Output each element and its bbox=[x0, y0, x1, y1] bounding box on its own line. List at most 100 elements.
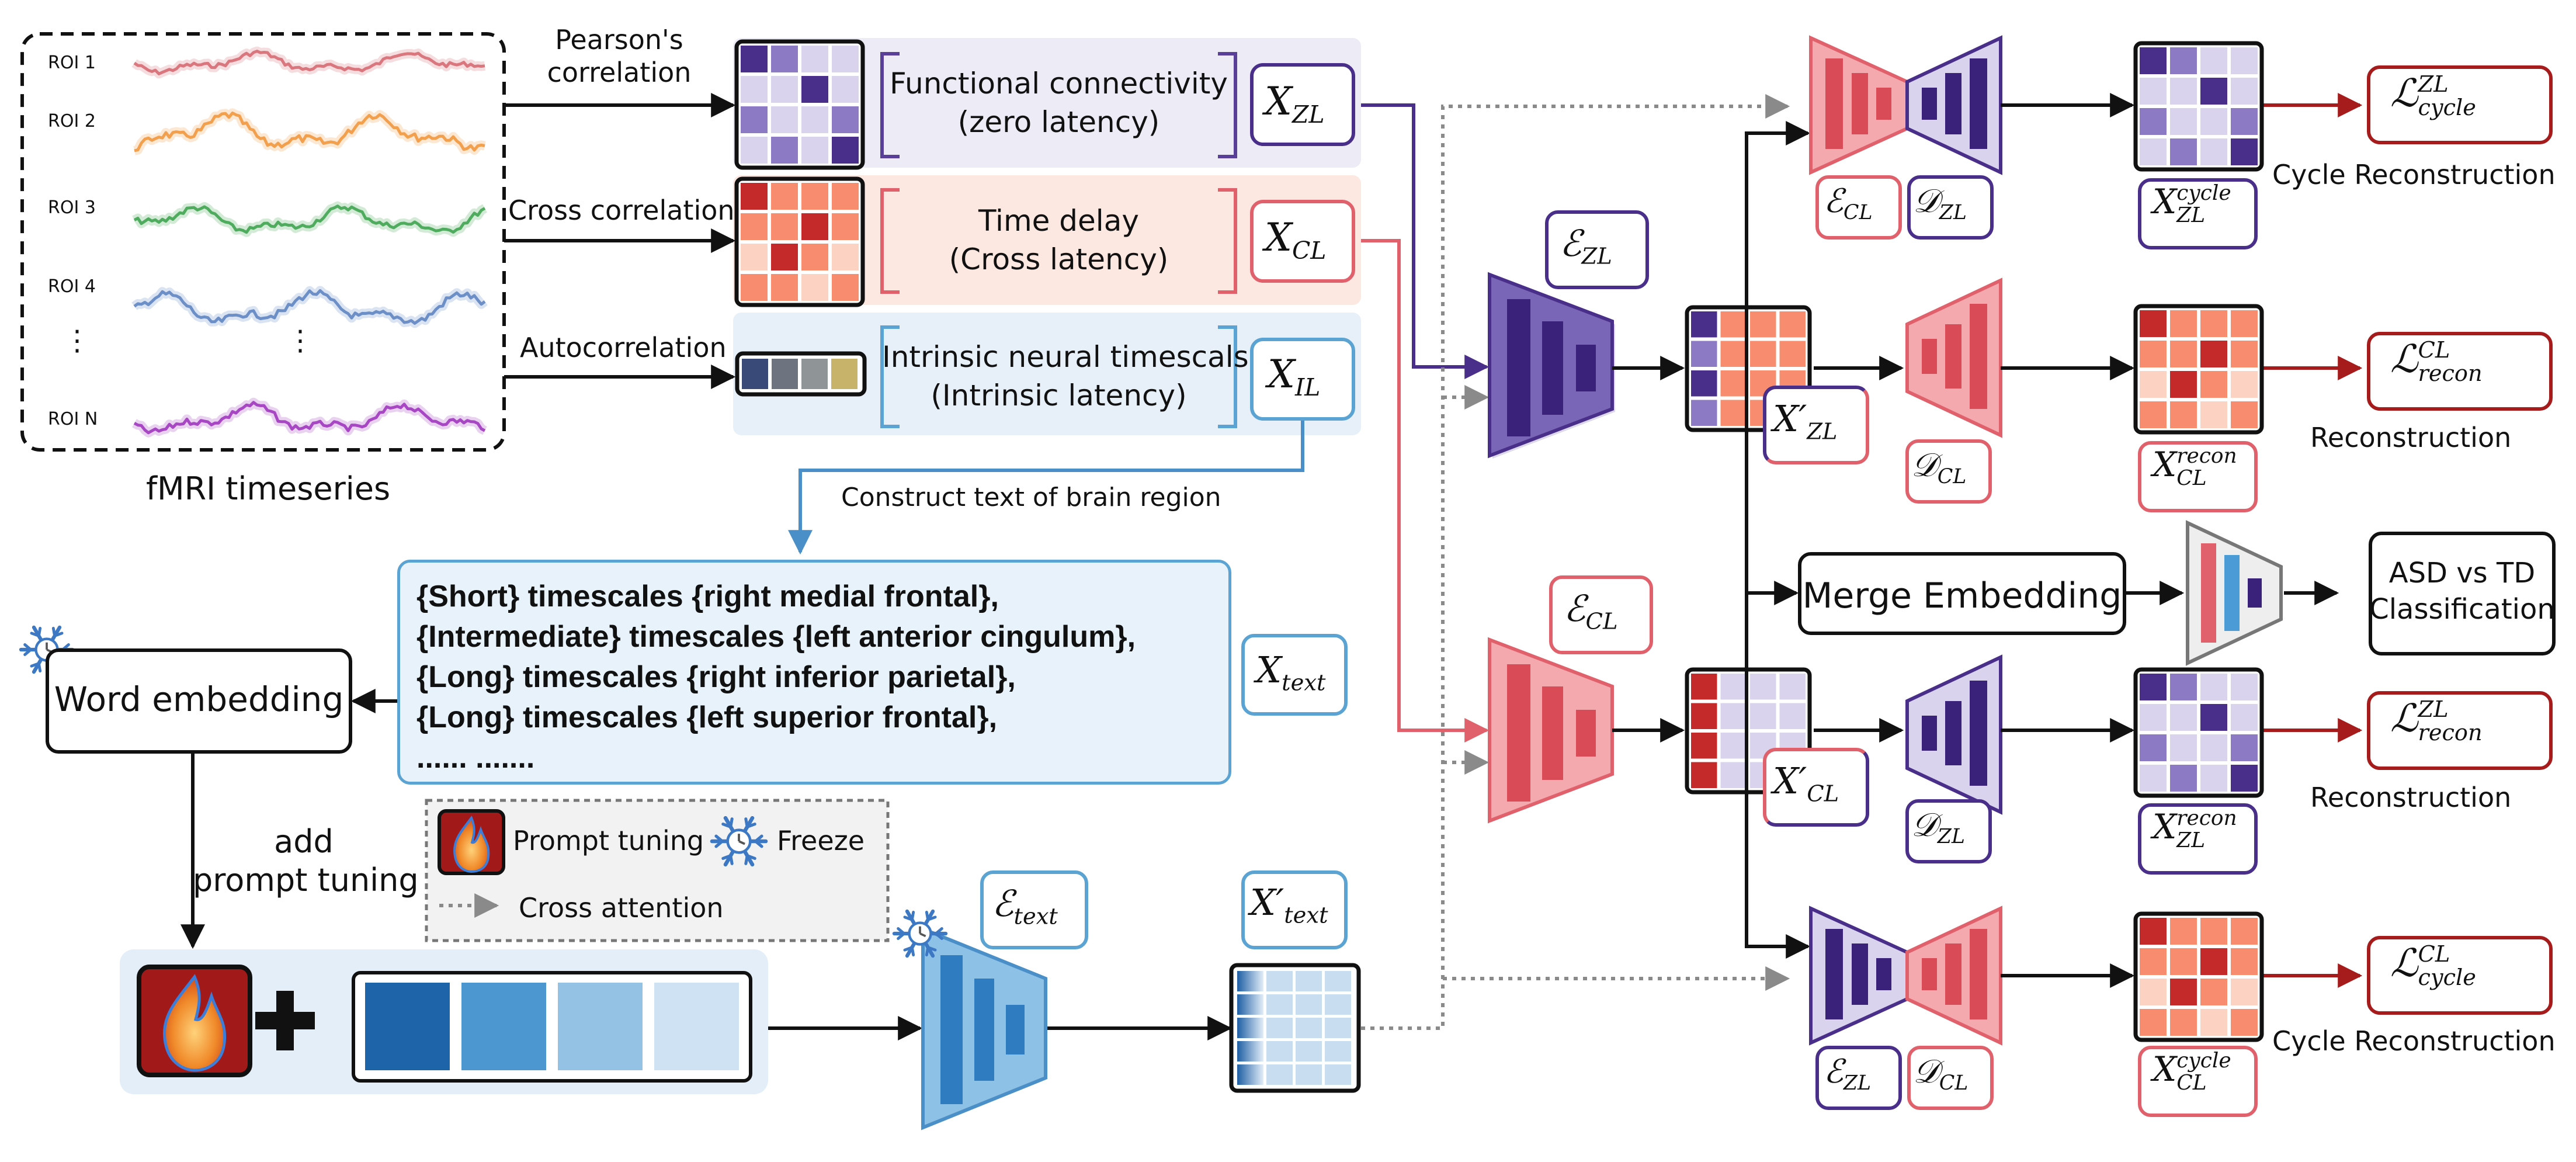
roi-3-label: ROI 3 bbox=[48, 197, 96, 218]
dzl-mid-label: 𝒟ZL bbox=[1911, 806, 1965, 849]
cycle-recon-caption-2: Cycle Reconstruction bbox=[2272, 1025, 2556, 1057]
xtext-prime-matrix bbox=[1229, 963, 1361, 1093]
word-embedding-box bbox=[46, 648, 352, 754]
xil-label: XIL bbox=[1268, 352, 1321, 402]
construct-text-label: Construct text of brain region bbox=[841, 483, 1221, 512]
word-embedding-arrows bbox=[180, 689, 1233, 1040]
xzl-prime-label: X′ZL bbox=[1773, 397, 1838, 445]
roi-1-label: ROI 1 bbox=[48, 53, 96, 73]
ezl-bottom-box bbox=[1815, 1046, 1902, 1110]
text-prompt-box: {Short} timescales {right medial frontal… bbox=[397, 560, 1231, 785]
autocorrelation-label: Autocorrelation bbox=[520, 332, 727, 363]
ecl-label: ℰCL bbox=[1564, 587, 1618, 635]
dcl-decoder bbox=[1905, 278, 2002, 438]
token-3 bbox=[558, 983, 643, 1070]
int-vector bbox=[735, 351, 867, 397]
etext-label: ℰtext bbox=[992, 882, 1058, 930]
td-brackets bbox=[880, 188, 1237, 294]
td-matrix bbox=[734, 176, 865, 307]
loss-zl-cycle-box bbox=[2367, 65, 2553, 144]
xtext-label: Xtext bbox=[1256, 648, 1326, 696]
int-panel-bg bbox=[733, 313, 1361, 435]
xcl-box bbox=[1250, 200, 1355, 283]
prompt-line-3: {Long} timescales {right inferior pariet… bbox=[416, 660, 1016, 694]
loss-arrows bbox=[2263, 93, 2363, 988]
top-autoencoder bbox=[1809, 35, 2002, 175]
xcl-recon-box bbox=[2138, 441, 2258, 512]
xcl-to-ecl-arrow bbox=[1361, 239, 1490, 743]
int-brackets bbox=[880, 325, 1237, 428]
merge-classifier bbox=[2186, 520, 2283, 666]
xzl-prime-box bbox=[1763, 386, 1869, 464]
xzl-cycle-box bbox=[2138, 178, 2258, 249]
merge-embedding-label: Merge Embedding bbox=[1802, 575, 2122, 616]
token-4 bbox=[654, 983, 739, 1070]
legend-freeze-text: Freeze bbox=[777, 825, 865, 856]
etext-box bbox=[980, 870, 1088, 949]
cycle-recon-caption-1: Cycle Reconstruction bbox=[2272, 159, 2556, 190]
branch-arrows bbox=[1745, 121, 1904, 959]
xil-box bbox=[1250, 338, 1355, 421]
token-1 bbox=[365, 983, 450, 1070]
output-cl-cycle-matrix bbox=[2133, 911, 2264, 1042]
dcl-mid-box bbox=[1905, 439, 1992, 504]
timeseries-caption: fMRI timeseries bbox=[146, 470, 391, 507]
decoder-out-arrows bbox=[2001, 93, 2339, 988]
cross-correlation-label: Cross correlation bbox=[508, 195, 735, 226]
xzl-label: XZL bbox=[1265, 79, 1325, 129]
xzl-to-ezl-arrow bbox=[1361, 103, 1490, 379]
bottom-autoencoder bbox=[1809, 906, 2002, 1046]
roi-ellipsis-left: ⋮ bbox=[63, 324, 91, 357]
pearson-label: Pearson's correlation bbox=[547, 24, 692, 88]
xcl-label: XCL bbox=[1265, 215, 1327, 265]
prompt-line-1: {Short} timescales {right medial frontal… bbox=[416, 580, 999, 613]
fc-matrix bbox=[734, 39, 865, 170]
classification-box bbox=[2369, 532, 2556, 655]
int-panel-text: Intrinsic neural timescals (Intrinsic la… bbox=[882, 340, 1249, 412]
output-zl-recon-matrix bbox=[2133, 667, 2264, 798]
td-panel-bg bbox=[733, 175, 1361, 305]
roi-ellipsis-mid: ⋮ bbox=[286, 324, 314, 357]
ecl-encoder bbox=[1488, 637, 1614, 824]
roi-n-label: ROI N bbox=[48, 409, 98, 429]
prompt-line-5: ...... ....... bbox=[416, 741, 535, 775]
fc-brackets bbox=[880, 52, 1237, 158]
dzl-mid-box bbox=[1905, 799, 1992, 863]
xcl-cycle-box bbox=[2138, 1046, 2258, 1117]
roi-2-label: ROI 2 bbox=[48, 111, 96, 131]
xzl-recon-box bbox=[2138, 803, 2258, 875]
legend-flame-icon bbox=[438, 809, 505, 875]
xtext-prime-box bbox=[1241, 870, 1348, 949]
xcl-prime-label: X′CL bbox=[1773, 759, 1839, 807]
output-cl-recon-matrix bbox=[2133, 304, 2264, 435]
freeze-icon-etext bbox=[892, 909, 948, 958]
fc-panel-text: Functional connectivity (zero latency) bbox=[890, 67, 1228, 139]
td-panel-text: Time delay (Cross latency) bbox=[949, 204, 1169, 276]
output-zl-cycle-matrix bbox=[2133, 41, 2264, 172]
xtext-box bbox=[1241, 634, 1348, 716]
flame-icon bbox=[137, 965, 252, 1077]
etext-encoder bbox=[921, 926, 1047, 1130]
prompt-line-2: {Intermediate} timescales {left anterior… bbox=[416, 620, 1136, 654]
method-arrows bbox=[504, 93, 736, 389]
recon-caption-1: Reconstruction bbox=[2310, 422, 2512, 453]
fc-panel-bg bbox=[733, 38, 1361, 168]
word-embedding-label: Word embedding bbox=[54, 679, 344, 719]
loss-cl-cycle-box bbox=[2367, 936, 2553, 1015]
construct-arrow bbox=[788, 421, 1304, 555]
dcl-bottom-box bbox=[1907, 1046, 1994, 1110]
roi-4-label: ROI 4 bbox=[48, 276, 96, 297]
xtext-prime-label: X′text bbox=[1250, 881, 1328, 929]
ecl-box bbox=[1549, 575, 1653, 654]
dzl-top-label: 𝒟ZL bbox=[1913, 182, 1967, 225]
recon-caption-2: Reconstruction bbox=[2310, 782, 2512, 813]
ecl-top-label: ℰCL bbox=[1824, 182, 1873, 225]
ezl-bottom-label: ℰZL bbox=[1824, 1053, 1872, 1095]
